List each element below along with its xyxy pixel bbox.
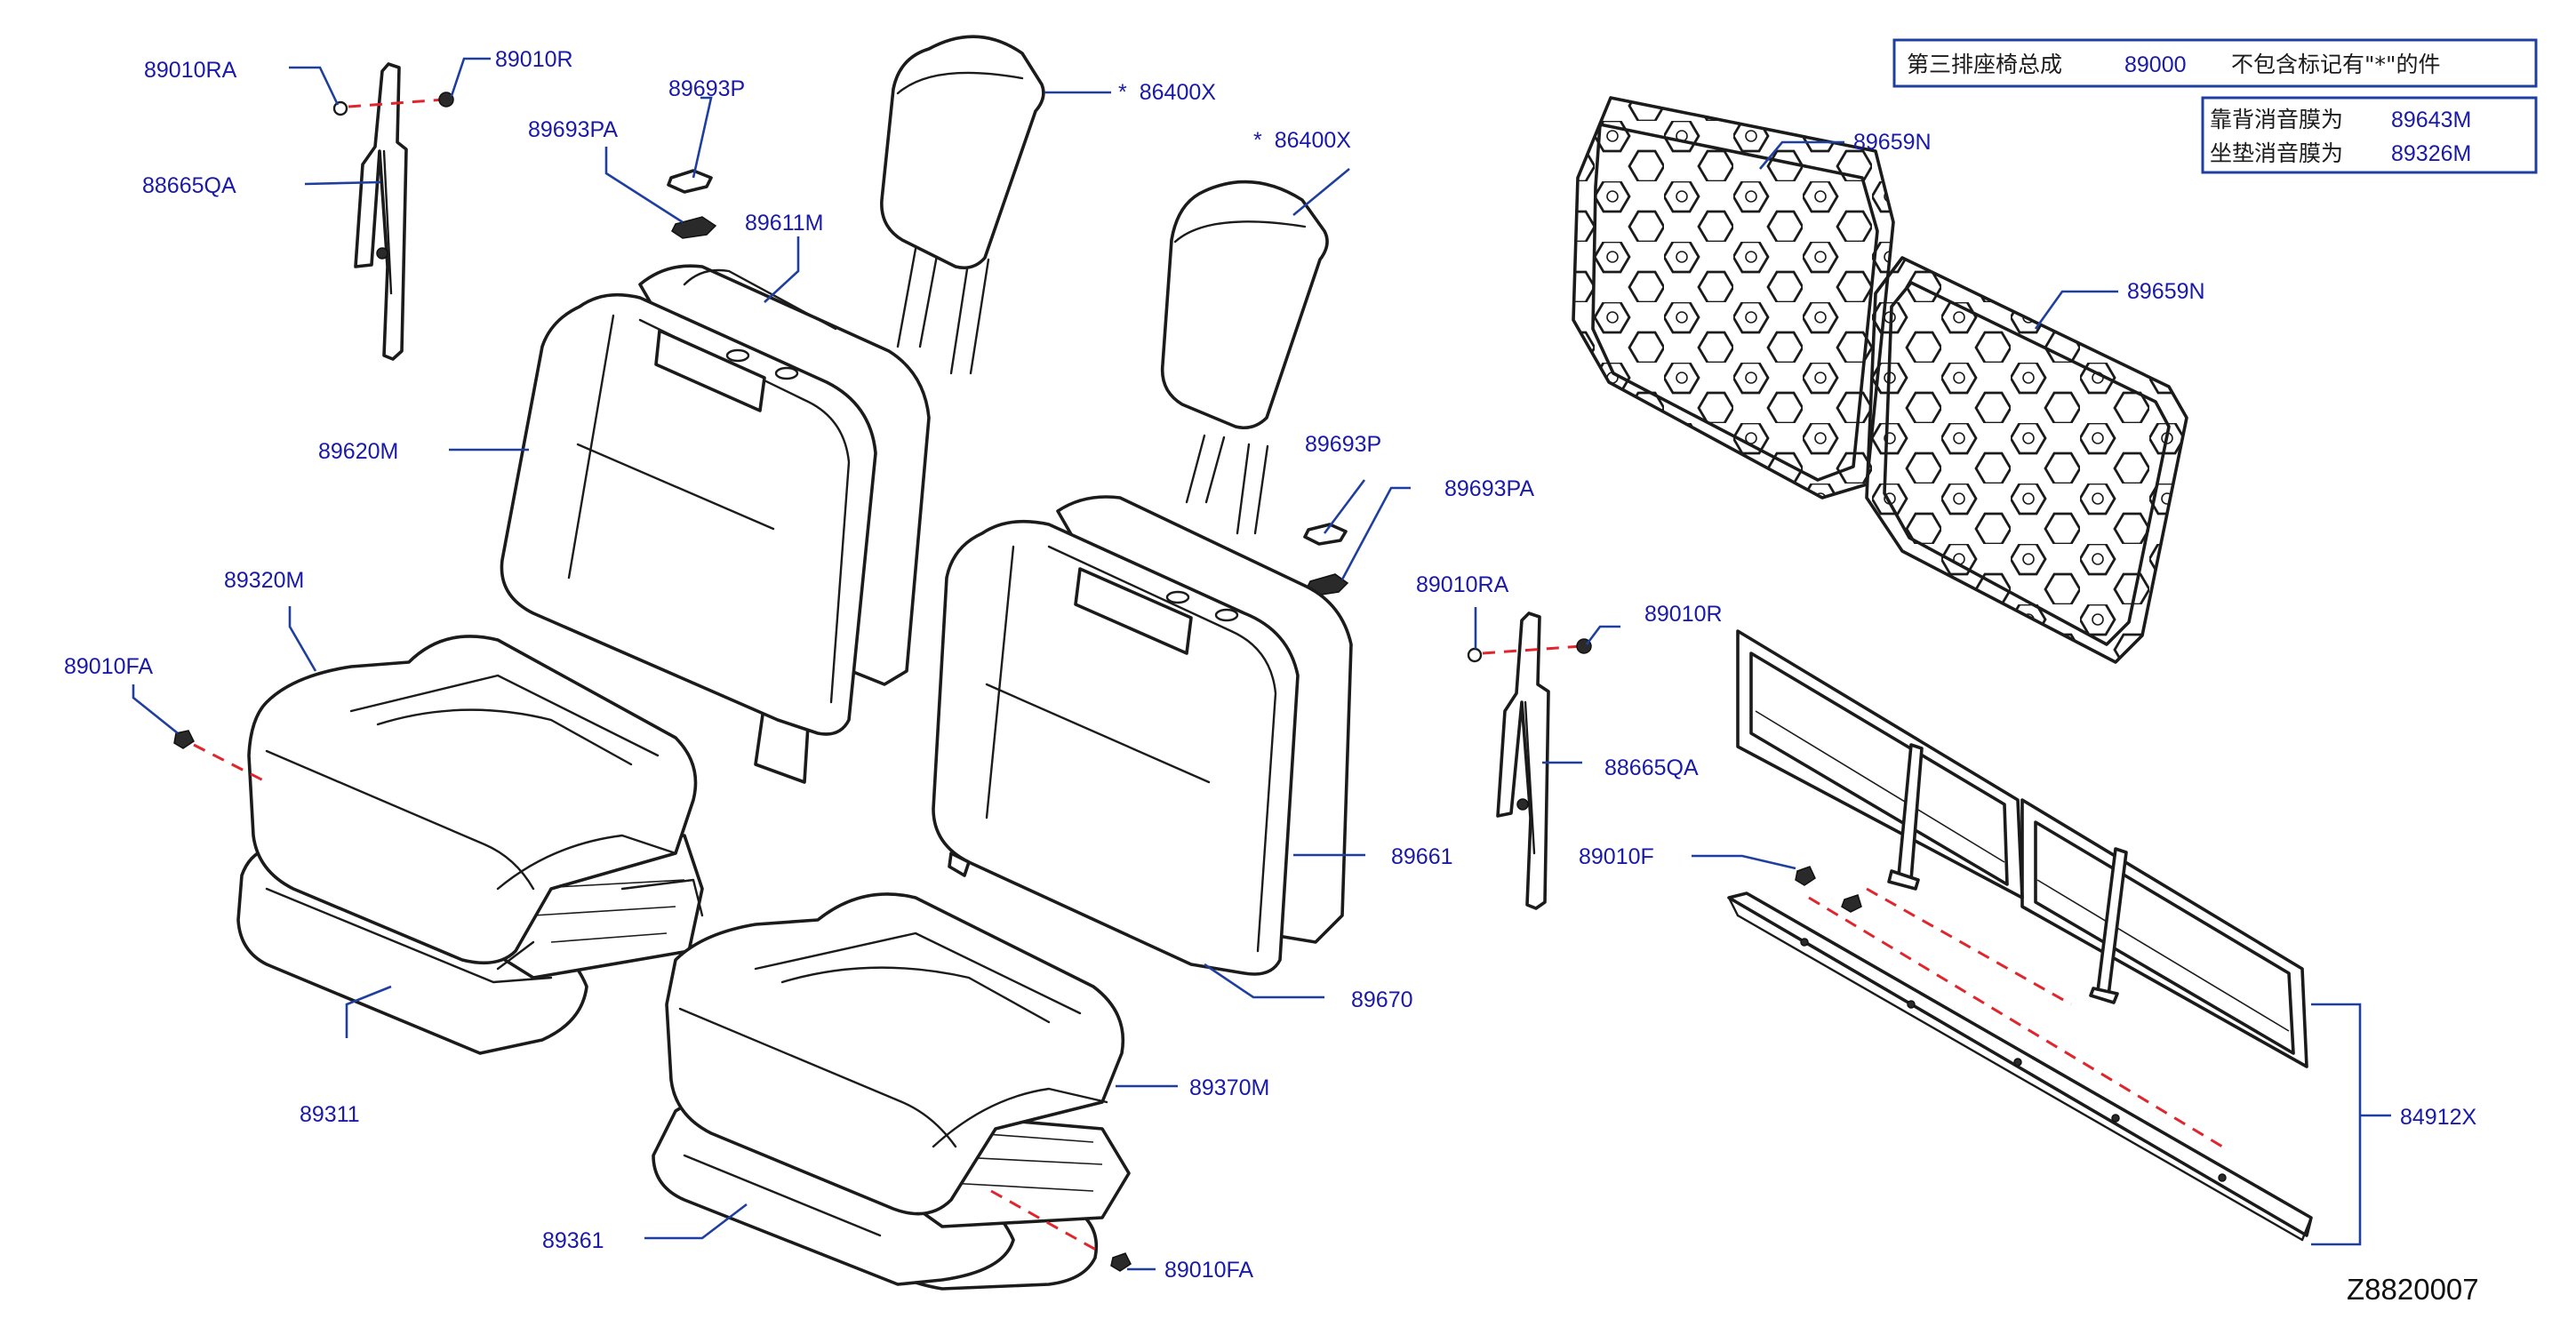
- not-included-marker: *: [1253, 128, 1262, 153]
- grommet-icon: [332, 100, 348, 116]
- belt-guide-left: [332, 62, 454, 361]
- cushion-right: [652, 892, 1132, 1291]
- label-88665QA-right: 88665QA: [1604, 755, 1699, 780]
- backboard-panel-bottom: [1865, 256, 2188, 664]
- legend-sound-box: [2201, 96, 2538, 174]
- label-89693PA-right: 89693PA: [1444, 476, 1534, 501]
- push-pin-icon: [173, 730, 195, 749]
- label-89320M: 89320M: [224, 568, 304, 593]
- push-pin-icon: [1841, 894, 1862, 913]
- headrest-right: [1160, 180, 1329, 535]
- label-89693P-right: 89693P: [1305, 432, 1381, 457]
- label-84912X: 84912X: [2400, 1105, 2477, 1130]
- label-89010R-left: 89010R: [495, 47, 573, 72]
- legend-exclusion-text: 不包含标记有"*"的件: [2231, 52, 2441, 77]
- label-89670: 89670: [1351, 987, 1413, 1012]
- label-88665QA-left: 88665QA: [142, 173, 236, 198]
- label-89659N-bottom: 89659N: [2127, 279, 2205, 304]
- grommet-icon: [1467, 647, 1483, 663]
- label-89620M: 89620M: [318, 439, 398, 464]
- label-89611M: 89611M: [745, 211, 824, 236]
- legend-row-1-text: 靠背消音膜为: [2210, 107, 2343, 132]
- label-89010R-right: 89010R: [1644, 602, 1723, 627]
- backboard-assembly: [1727, 629, 2313, 1242]
- label-89010FA-right: 89010FA: [1164, 1258, 1253, 1283]
- legend-row-2-part: 89326M: [2391, 141, 2471, 166]
- label-89693PA-left: 89693PA: [528, 117, 618, 142]
- headrest-guide-left: [667, 169, 717, 239]
- label-89010RA-left: 89010RA: [144, 58, 237, 83]
- cushion-left: [173, 635, 704, 1055]
- headrest-left: [880, 35, 1045, 375]
- label-89361: 89361: [542, 1228, 604, 1253]
- legend-assembly-box: [1892, 38, 2538, 88]
- label-89693P-left: 89693P: [668, 76, 745, 101]
- label-89370M: 89370M: [1189, 1075, 1269, 1100]
- label-89010FA-left: 89010FA: [64, 654, 153, 679]
- label-89010RA-right: 89010RA: [1416, 572, 1509, 597]
- legend-row-1-part: 89643M: [2391, 108, 2471, 132]
- legend-assembly-no: 89000: [2124, 52, 2187, 77]
- label-89661: 89661: [1391, 844, 1453, 869]
- legend-row-2-text: 坐垫消音膜为: [2210, 140, 2343, 166]
- backboard-panel-top: [1572, 96, 1895, 500]
- label-86400X-left: *86400X: [1118, 80, 1216, 105]
- legend-assembly-text: 第三排座椅总成: [1907, 52, 2062, 77]
- push-pin-icon: [1795, 866, 1816, 886]
- clip-icon: [438, 92, 454, 108]
- label-89311: 89311: [300, 1102, 360, 1127]
- not-included-marker: *: [1118, 80, 1127, 105]
- push-pin-icon: [1110, 1252, 1132, 1272]
- seatback-left: [500, 264, 931, 784]
- belt-guide-right: [1467, 612, 1592, 910]
- callouts: 89010RA 89010R 88665QA 89693P 89693PA 89…: [64, 47, 2479, 1306]
- legend: 第三排座椅总成 89000 不包含标记有"*"的件 靠背消音膜为 89643M …: [1892, 38, 2538, 174]
- diagram-reference-id: Z8820007: [2347, 1273, 2479, 1306]
- label-89659N-top: 89659N: [1853, 130, 1932, 155]
- seatback-right: [932, 495, 1353, 976]
- label-86400X-right: *86400X: [1253, 128, 1351, 153]
- leader-lines: [132, 57, 2391, 1271]
- headrest-guide-right: [1303, 523, 1349, 596]
- label-89010F: 89010F: [1579, 844, 1654, 869]
